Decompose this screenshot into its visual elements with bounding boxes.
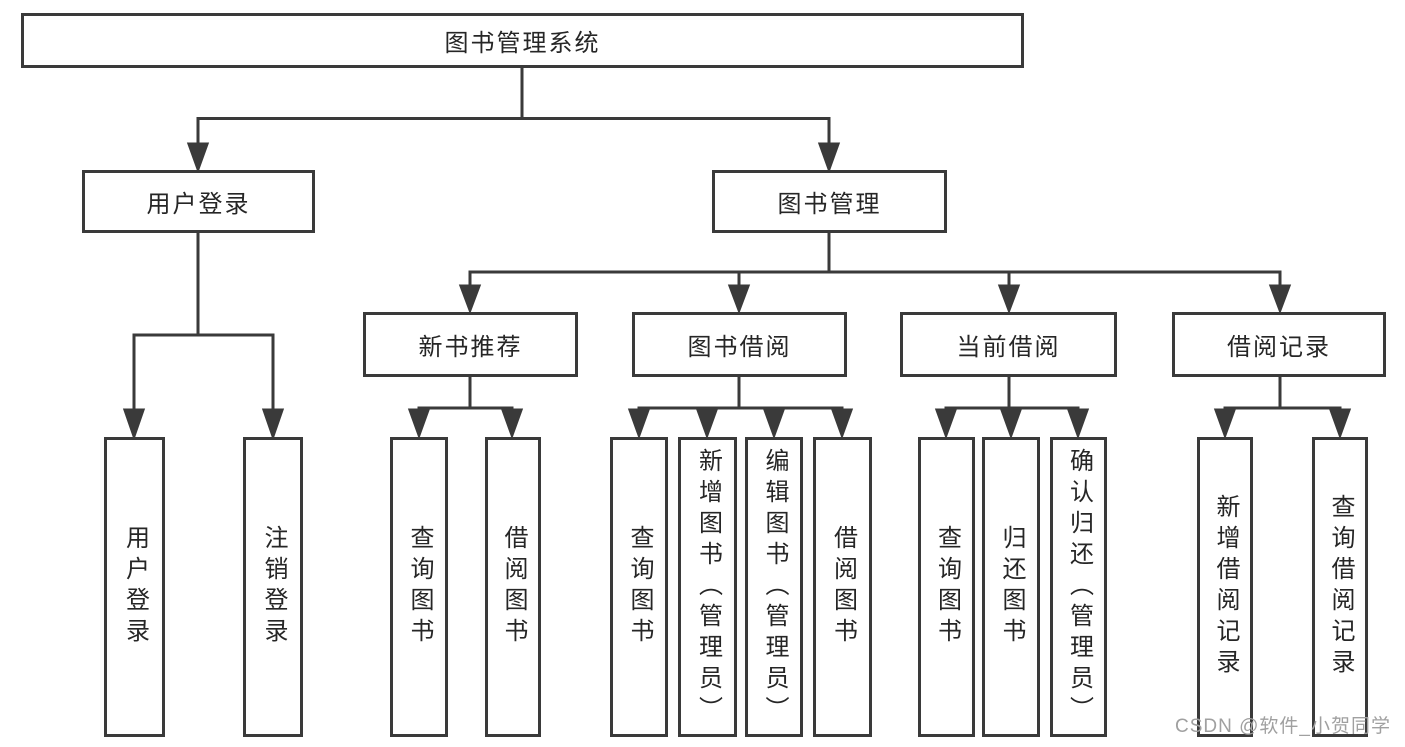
connector-book-borrow-to-leaves — [627, 377, 854, 440]
connector-new-book-to-leaves — [407, 377, 524, 440]
node-label: 用户登录 — [121, 525, 149, 649]
connector-book-mgmt-to-level3 — [458, 233, 1292, 315]
node-label: 图书管理 — [777, 191, 882, 218]
csdn-watermark: CSDN @软件_小贺同学 — [1175, 716, 1391, 737]
node-label: 编辑图书（管理员） — [761, 447, 788, 727]
node-label: 查询图书 — [933, 525, 961, 649]
node-root-library-system: 图书管理系统 — [21, 13, 1024, 68]
node-label: 查询图书 — [406, 525, 433, 649]
connector-user-login-to-leaves — [122, 233, 285, 441]
leaf-borrow-books-borrowing: 借阅图书 — [813, 437, 872, 737]
node-label: 新书推荐 — [418, 334, 523, 361]
node-user-login: 用户登录 — [82, 170, 315, 233]
leaf-add-books-admin: 新增图书（管理员） — [678, 437, 737, 737]
node-label: 查询借阅记录 — [1327, 494, 1354, 680]
leaf-query-books-current: 查询图书 — [918, 437, 975, 737]
node-label: 借阅图书 — [500, 525, 527, 649]
node-label: 当前借阅 — [956, 334, 1061, 361]
node-label: 注销登录 — [260, 525, 287, 649]
node-label: 查询图书 — [626, 525, 653, 649]
node-label: 新增借阅记录 — [1212, 494, 1239, 680]
leaf-query-books-borrowing: 查询图书 — [610, 437, 668, 737]
node-book-management: 图书管理 — [712, 170, 947, 233]
node-label: 借阅图书 — [829, 525, 857, 649]
node-label: 借阅记录 — [1227, 334, 1331, 361]
leaf-confirm-return-admin: 确认归还（管理员） — [1050, 437, 1107, 737]
node-label: 新增图书（管理员） — [694, 447, 722, 727]
node-label: 图书借阅 — [687, 334, 792, 361]
connector-borrow-record-to-leaves — [1213, 377, 1352, 440]
leaf-borrow-books-recommend: 借阅图书 — [485, 437, 541, 737]
leaf-query-borrow-record: 查询借阅记录 — [1312, 437, 1368, 737]
leaf-user-login: 用户登录 — [104, 437, 165, 737]
leaf-logout: 注销登录 — [243, 437, 303, 737]
node-label: 确认归还（管理员） — [1065, 447, 1093, 727]
leaf-query-books-recommend: 查询图书 — [390, 437, 448, 737]
leaf-return-books: 归还图书 — [982, 437, 1040, 737]
node-new-book-recommend: 新书推荐 — [363, 312, 578, 377]
connector-current-borrow-to-leaves — [934, 377, 1090, 440]
node-label: 图书管理系统 — [444, 30, 601, 57]
node-label: 归还图书 — [998, 525, 1025, 649]
leaf-edit-books-admin: 编辑图书（管理员） — [745, 437, 803, 737]
node-current-borrowing: 当前借阅 — [900, 312, 1117, 377]
leaf-add-borrow-record: 新增借阅记录 — [1197, 437, 1253, 737]
node-label: 用户登录 — [146, 191, 251, 218]
node-borrowing-records: 借阅记录 — [1172, 312, 1386, 377]
connector-root-to-level2 — [186, 68, 841, 174]
node-book-borrowing: 图书借阅 — [632, 312, 847, 377]
